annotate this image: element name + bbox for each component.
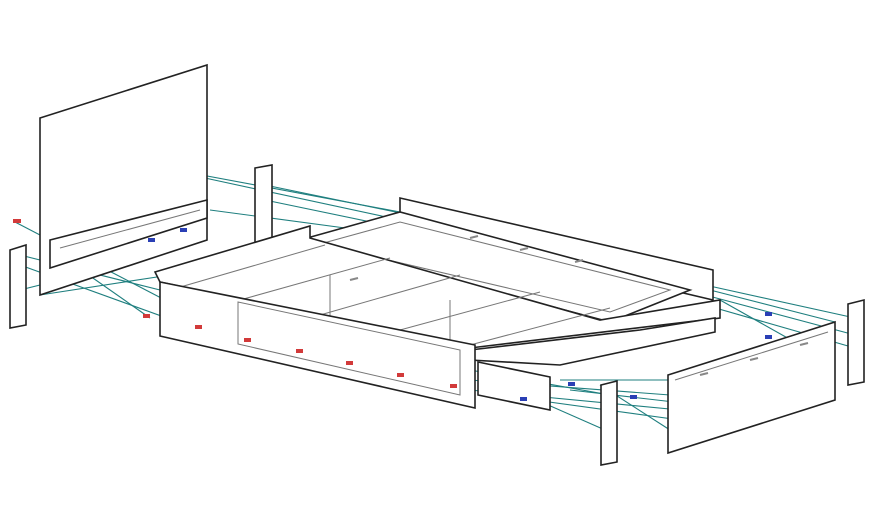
- screw-icon: [765, 312, 772, 316]
- middle-connector-panel: [477, 361, 551, 411]
- leg-post-head: [254, 164, 273, 248]
- front-side-panel: [159, 281, 476, 410]
- screw-icon: [346, 361, 353, 365]
- dowel-icon: [699, 372, 709, 376]
- screw-icon: [765, 335, 772, 339]
- head-rail: [49, 198, 208, 270]
- screw-icon: [630, 395, 637, 399]
- slats: [169, 244, 611, 346]
- dowels: [349, 235, 809, 376]
- leg-post-left: [9, 243, 27, 329]
- dowel-icon: [574, 259, 584, 263]
- screw-icon: [13, 219, 21, 223]
- dowel-icon: [469, 235, 479, 239]
- dowel-icon: [799, 342, 809, 346]
- dowel-icon: [519, 247, 529, 251]
- dowel-icon: [349, 277, 359, 281]
- screw-icon: [568, 382, 575, 386]
- screw-icon: [143, 314, 150, 318]
- screw-icon: [244, 338, 251, 342]
- screw-icon: [520, 397, 527, 401]
- screw-icon: [148, 238, 155, 242]
- screw-icon: [296, 349, 303, 353]
- screw-icon: [397, 373, 404, 377]
- screws-red: [13, 219, 457, 388]
- leg-post-front: [600, 379, 618, 466]
- screw-icon: [450, 384, 457, 388]
- leg-post-right: [847, 298, 865, 386]
- screws-blue: [148, 228, 772, 401]
- footboard-panel: [667, 320, 836, 455]
- dowel-icon: [749, 357, 759, 361]
- screw-icon: [180, 228, 187, 232]
- screw-icon: [195, 325, 202, 329]
